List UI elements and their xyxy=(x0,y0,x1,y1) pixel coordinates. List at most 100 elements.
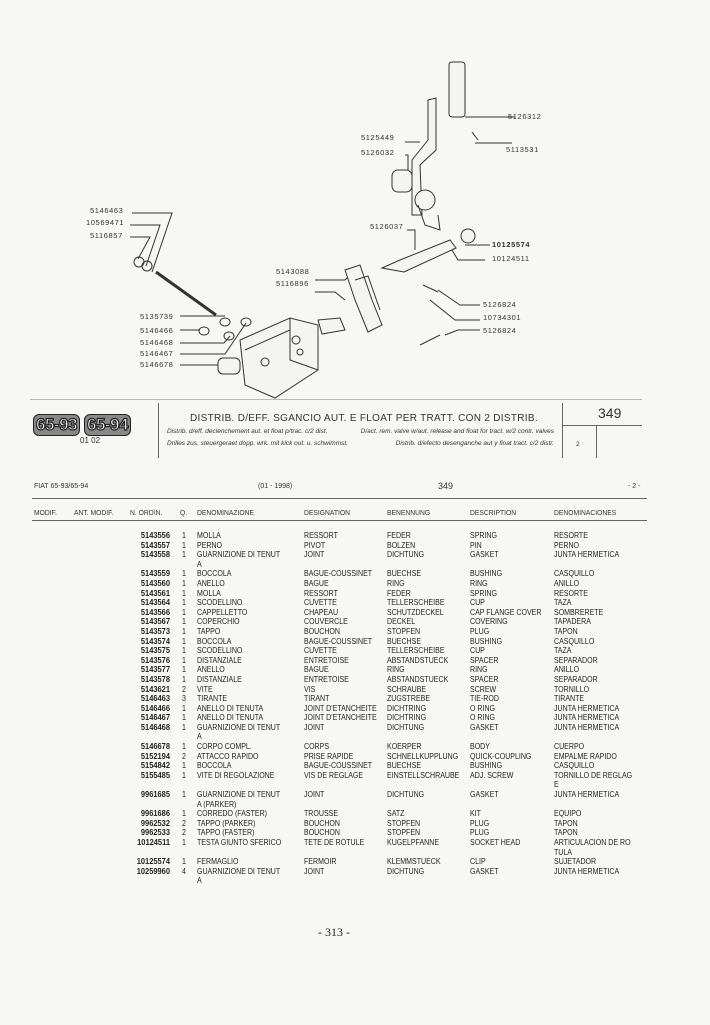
description-fr: CORPS xyxy=(304,742,330,752)
description-de: DICHTUNG xyxy=(387,722,425,732)
description-de: ABSTANDSTUECK xyxy=(387,674,449,684)
description-de: ABSTANDSTUECK xyxy=(387,655,449,665)
description-fr: CUVETTE xyxy=(304,598,337,608)
description-fr: CUVETTE xyxy=(304,646,337,656)
part-number: 5143573 xyxy=(140,625,170,636)
title-french: Distrib. d/eff. declenchement aut. et fl… xyxy=(167,428,328,435)
description-de: SCHNELLKUPPLUNG xyxy=(387,751,459,761)
callout-label: 5126032 xyxy=(361,148,395,157)
description-fr: BOUCHON xyxy=(304,828,340,838)
description-en: CUP xyxy=(470,598,485,608)
col-header: DENOMINAZIONE xyxy=(197,508,255,517)
quantity: 1 xyxy=(182,665,186,675)
part-number: 5143621 xyxy=(140,683,170,694)
description-it: VITE DI REGOLAZIONE xyxy=(197,770,275,780)
description-fr: JOINT xyxy=(304,790,325,800)
part-number: 5143558 xyxy=(140,549,170,560)
part-number: 5143560 xyxy=(140,577,170,588)
description-de: DECKEL xyxy=(387,617,416,627)
description-it: FERMAGLIO xyxy=(197,857,239,867)
description-en: RING xyxy=(470,665,488,675)
description-it: ATTACCO RAPIDO xyxy=(197,751,259,761)
callout-label: 5126824 xyxy=(483,300,517,309)
quantity: 1 xyxy=(182,703,186,713)
description-en: GASKET xyxy=(470,790,499,800)
description-en: TIE-ROD xyxy=(470,694,499,704)
part-number: 5154842 xyxy=(140,760,170,771)
col-header: MODIF. xyxy=(34,508,57,517)
callout-label: 5135739 xyxy=(140,312,174,321)
col-header: N. ORD\N. xyxy=(130,508,163,517)
description-de: RING xyxy=(387,665,405,675)
description-fr: ENTRETOISE xyxy=(304,674,349,684)
callout-label: 10125574 xyxy=(492,240,531,249)
callout-label: 5146468 xyxy=(140,338,174,347)
part-number: 5143578 xyxy=(140,673,170,684)
quantity: 2 xyxy=(182,684,186,694)
quantity: 1 xyxy=(182,636,186,646)
description-fr: JOINT xyxy=(304,550,325,560)
description-fr: VIS DE REGLAGE xyxy=(304,770,364,780)
callout-label: 5116857 xyxy=(90,231,123,240)
callout-label: 5116896 xyxy=(276,279,309,288)
description-it: TESTA GIUNTO SFERICO xyxy=(197,838,282,847)
description-it: BOCCOLA xyxy=(197,636,232,646)
callout-label: 10734301 xyxy=(483,313,522,322)
quantity: 1 xyxy=(182,713,186,723)
part-number: 5143567 xyxy=(140,616,170,627)
description-fr: COUVERCLE xyxy=(304,617,348,627)
quantity: 1 xyxy=(182,790,186,800)
col-header: ANT. MODIF. xyxy=(74,508,114,517)
description-it: GUARNIZIONE DI TENUT A xyxy=(197,722,281,742)
description-en: SOCKET HEAD xyxy=(470,838,521,847)
quantity: 1 xyxy=(182,809,186,819)
quantity: 1 xyxy=(182,674,186,684)
page-number: - 313 - xyxy=(318,925,350,939)
quantity: 1 xyxy=(182,540,186,550)
page-indicator: - 2 - xyxy=(628,483,641,490)
part-number: 10125574 xyxy=(136,856,170,867)
part-number: 9961686 xyxy=(140,808,170,819)
col-header: DESCRIPTION xyxy=(470,508,517,517)
quantity: 1 xyxy=(182,646,186,656)
description-it: CORREDO (FASTER) xyxy=(197,809,268,819)
description-en: RING xyxy=(470,578,488,588)
description-fr: CHAPEAU xyxy=(304,607,339,617)
part-number: 5143577 xyxy=(140,664,170,675)
quantity: 2 xyxy=(182,828,186,838)
description-en: KIT xyxy=(470,809,481,819)
description-fr: ENTRETOISE xyxy=(304,655,349,665)
description-de: STOPFEN xyxy=(387,626,421,636)
description-fr: JOINT D'ETANCHEITE xyxy=(304,713,377,723)
description-es: CASQUILLO xyxy=(554,636,595,646)
description-es: CASQUILLO xyxy=(554,761,595,771)
description-it: TAPPO (PARKER) xyxy=(197,818,256,828)
description-en: PLUG xyxy=(470,828,490,838)
description-fr: BOUCHON xyxy=(304,818,340,828)
exploded-parts-diagram xyxy=(30,61,642,400)
description-it: ANELLO xyxy=(197,578,225,588)
description-en: BUSHING xyxy=(470,761,503,771)
description-fr: TIRANT xyxy=(304,694,330,704)
quantity: 2 xyxy=(182,818,186,828)
title-spanish: Distrib. d/efecto desenganche aut y floa… xyxy=(395,440,554,447)
description-es: RESORTE xyxy=(554,531,588,540)
description-de: SCHUTZDECKEL xyxy=(387,607,444,617)
description-fr: BAGUE-COUSSINET xyxy=(304,636,373,646)
part-number: 9961685 xyxy=(140,789,170,800)
description-fr: BAGUE-COUSSINET xyxy=(304,761,373,771)
description-de: FEDER xyxy=(387,588,411,598)
